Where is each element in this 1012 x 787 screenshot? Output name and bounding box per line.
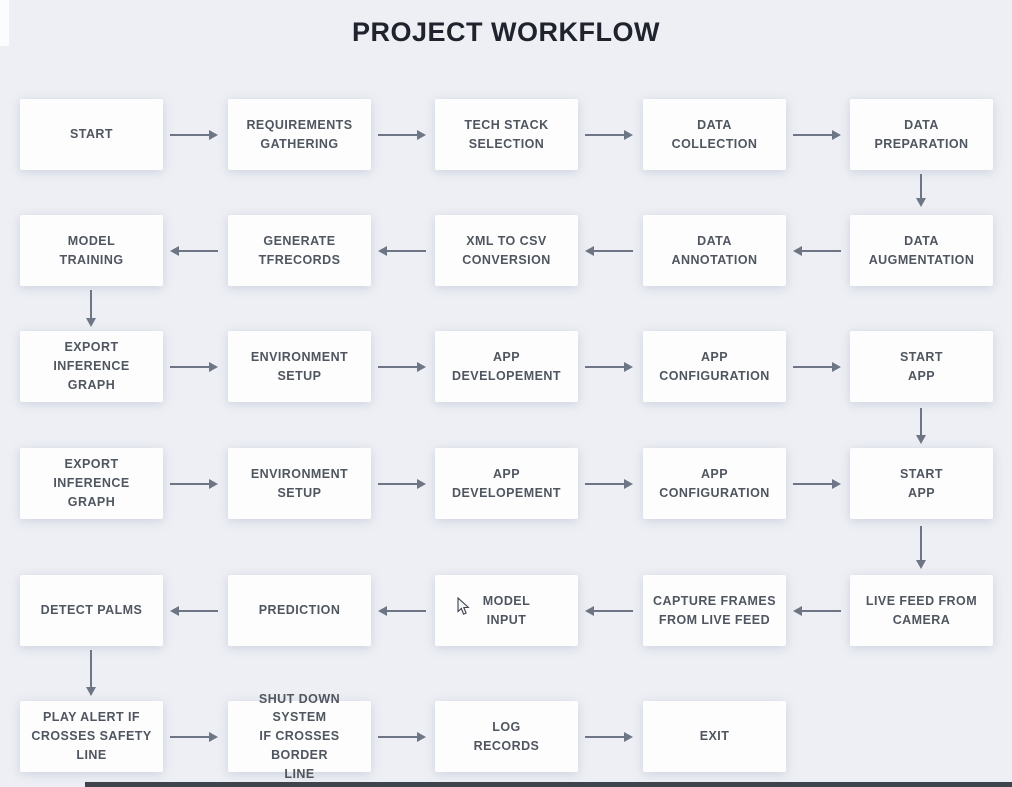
arrow-left-icon — [585, 246, 633, 256]
node-label: APP DEVELOPEMENT — [452, 466, 561, 500]
flow-node-tech-stack-selection: TECH STACK SELECTION — [435, 99, 578, 170]
arrow-right-icon — [378, 732, 426, 742]
arrow-right-icon — [585, 362, 633, 372]
arrow-right-icon — [170, 732, 218, 742]
bottom-edge-bar — [85, 782, 1012, 787]
arrow-right-icon — [170, 479, 218, 489]
arrow-left-icon — [585, 606, 633, 616]
arrow-right-icon — [585, 130, 633, 140]
flow-node-live-feed-from-camera: LIVE FEED FROM CAMERA — [850, 575, 993, 646]
arrow-right-icon — [585, 479, 633, 489]
flow-node-model-training: MODEL TRAINING — [20, 215, 163, 286]
flow-node-detect-palms: DETECT PALMS — [20, 575, 163, 646]
arrow-right-icon — [793, 362, 841, 372]
node-label: CAPTURE FRAMES FROM LIVE FEED — [653, 593, 776, 627]
flow-node-app-configuration-1: APP CONFIGURATION — [643, 331, 786, 402]
flow-node-start-app-2: START APP — [850, 448, 993, 519]
node-label: DATA COLLECTION — [671, 117, 758, 151]
node-label: EXPORT INFERENCE GRAPH — [53, 340, 130, 392]
arrow-down-icon — [86, 650, 96, 696]
node-label: MODEL INPUT — [482, 593, 531, 627]
flow-node-app-developement-1: APP DEVELOPEMENT — [435, 331, 578, 402]
arrow-left-icon — [793, 246, 841, 256]
flow-node-data-annotation: DATA ANNOTATION — [643, 215, 786, 286]
flow-node-shut-down-system-if-crosses-border-line: SHUT DOWN SYSTEM IF CROSSES BORDER LINE — [228, 692, 371, 781]
node-label: XML TO CSV CONVERSION — [462, 233, 551, 267]
node-label: START — [70, 127, 113, 142]
node-label: PLAY ALERT IF CROSSES SAFETY LINE — [31, 710, 152, 762]
node-label: REQUIREMENTS GATHERING — [246, 117, 353, 151]
flow-node-log-records: LOG RECORDS — [435, 701, 578, 772]
flow-node-xml-to-csv-conversion: XML TO CSV CONVERSION — [435, 215, 578, 286]
arrow-left-icon — [378, 606, 426, 616]
flow-node-app-developement-2: APP DEVELOPEMENT — [435, 448, 578, 519]
arrow-left-icon — [378, 246, 426, 256]
flow-node-prediction: PREDICTION — [228, 575, 371, 646]
arrow-down-icon — [916, 174, 926, 207]
node-label: MODEL TRAINING — [59, 233, 124, 267]
arrow-right-icon — [378, 130, 426, 140]
arrow-right-icon — [378, 479, 426, 489]
flow-node-exit: EXIT — [643, 701, 786, 772]
flow-node-export-inference-graph-1: EXPORT INFERENCE GRAPH — [20, 331, 163, 402]
node-label: TECH STACK SELECTION — [464, 117, 549, 151]
arrow-right-icon — [170, 362, 218, 372]
arrow-down-icon — [916, 526, 926, 569]
flow-node-app-configuration-2: APP CONFIGURATION — [643, 448, 786, 519]
node-label: EXIT — [699, 729, 730, 744]
flow-node-data-preparation: DATA PREPARATION — [850, 99, 993, 170]
node-label: GENERATE TFRECORDS — [258, 233, 341, 267]
arrow-left-icon — [170, 606, 218, 616]
flow-node-play-alert-if-crosses-safety-line: PLAY ALERT IF CROSSES SAFETY LINE — [20, 701, 163, 772]
flow-node-environment-setup-1: ENVIRONMENT SETUP — [228, 331, 371, 402]
node-label: DATA ANNOTATION — [671, 233, 758, 267]
arrow-left-icon — [793, 606, 841, 616]
screen-edge-artifact — [0, 0, 9, 46]
node-label: START APP — [900, 349, 943, 383]
node-label: START APP — [900, 466, 943, 500]
node-label: LIVE FEED FROM CAMERA — [865, 593, 978, 627]
node-label: ENVIRONMENT SETUP — [250, 349, 349, 383]
node-label: APP CONFIGURATION — [659, 466, 770, 500]
arrow-right-icon — [793, 130, 841, 140]
arrow-right-icon — [378, 362, 426, 372]
flow-node-capture-frames-from-live-feed: CAPTURE FRAMES FROM LIVE FEED — [643, 575, 786, 646]
mouse-cursor-icon — [457, 597, 470, 615]
flow-node-requirements-gathering: REQUIREMENTS GATHERING — [228, 99, 371, 170]
node-label: DETECT PALMS — [40, 603, 143, 618]
arrow-down-icon — [916, 408, 926, 444]
flow-node-export-inference-graph-2: EXPORT INFERENCE GRAPH — [20, 448, 163, 519]
node-label: LOG RECORDS — [473, 719, 540, 753]
node-label: EXPORT INFERENCE GRAPH — [53, 457, 130, 509]
page-title: PROJECT WORKFLOW — [352, 17, 660, 47]
flow-node-start: START — [20, 99, 163, 170]
arrow-right-icon — [170, 130, 218, 140]
flow-node-generate-tfrecords: GENERATE TFRECORDS — [228, 215, 371, 286]
node-label: PREDICTION — [258, 603, 341, 618]
arrow-right-icon — [585, 732, 633, 742]
node-label: DATA PREPARATION — [874, 117, 969, 151]
flow-node-data-collection: DATA COLLECTION — [643, 99, 786, 170]
flow-node-data-augmentation: DATA AUGMENTATION — [850, 215, 993, 286]
node-label: APP DEVELOPEMENT — [452, 349, 561, 383]
flow-node-environment-setup-2: ENVIRONMENT SETUP — [228, 448, 371, 519]
arrow-down-icon — [86, 290, 96, 327]
arrow-right-icon — [793, 479, 841, 489]
node-label: SHUT DOWN SYSTEM IF CROSSES BORDER LINE — [258, 691, 341, 781]
flow-node-start-app-1: START APP — [850, 331, 993, 402]
node-label: APP CONFIGURATION — [659, 349, 770, 383]
arrow-left-icon — [170, 246, 218, 256]
node-label: DATA AUGMENTATION — [868, 233, 975, 267]
node-label: ENVIRONMENT SETUP — [250, 466, 349, 500]
